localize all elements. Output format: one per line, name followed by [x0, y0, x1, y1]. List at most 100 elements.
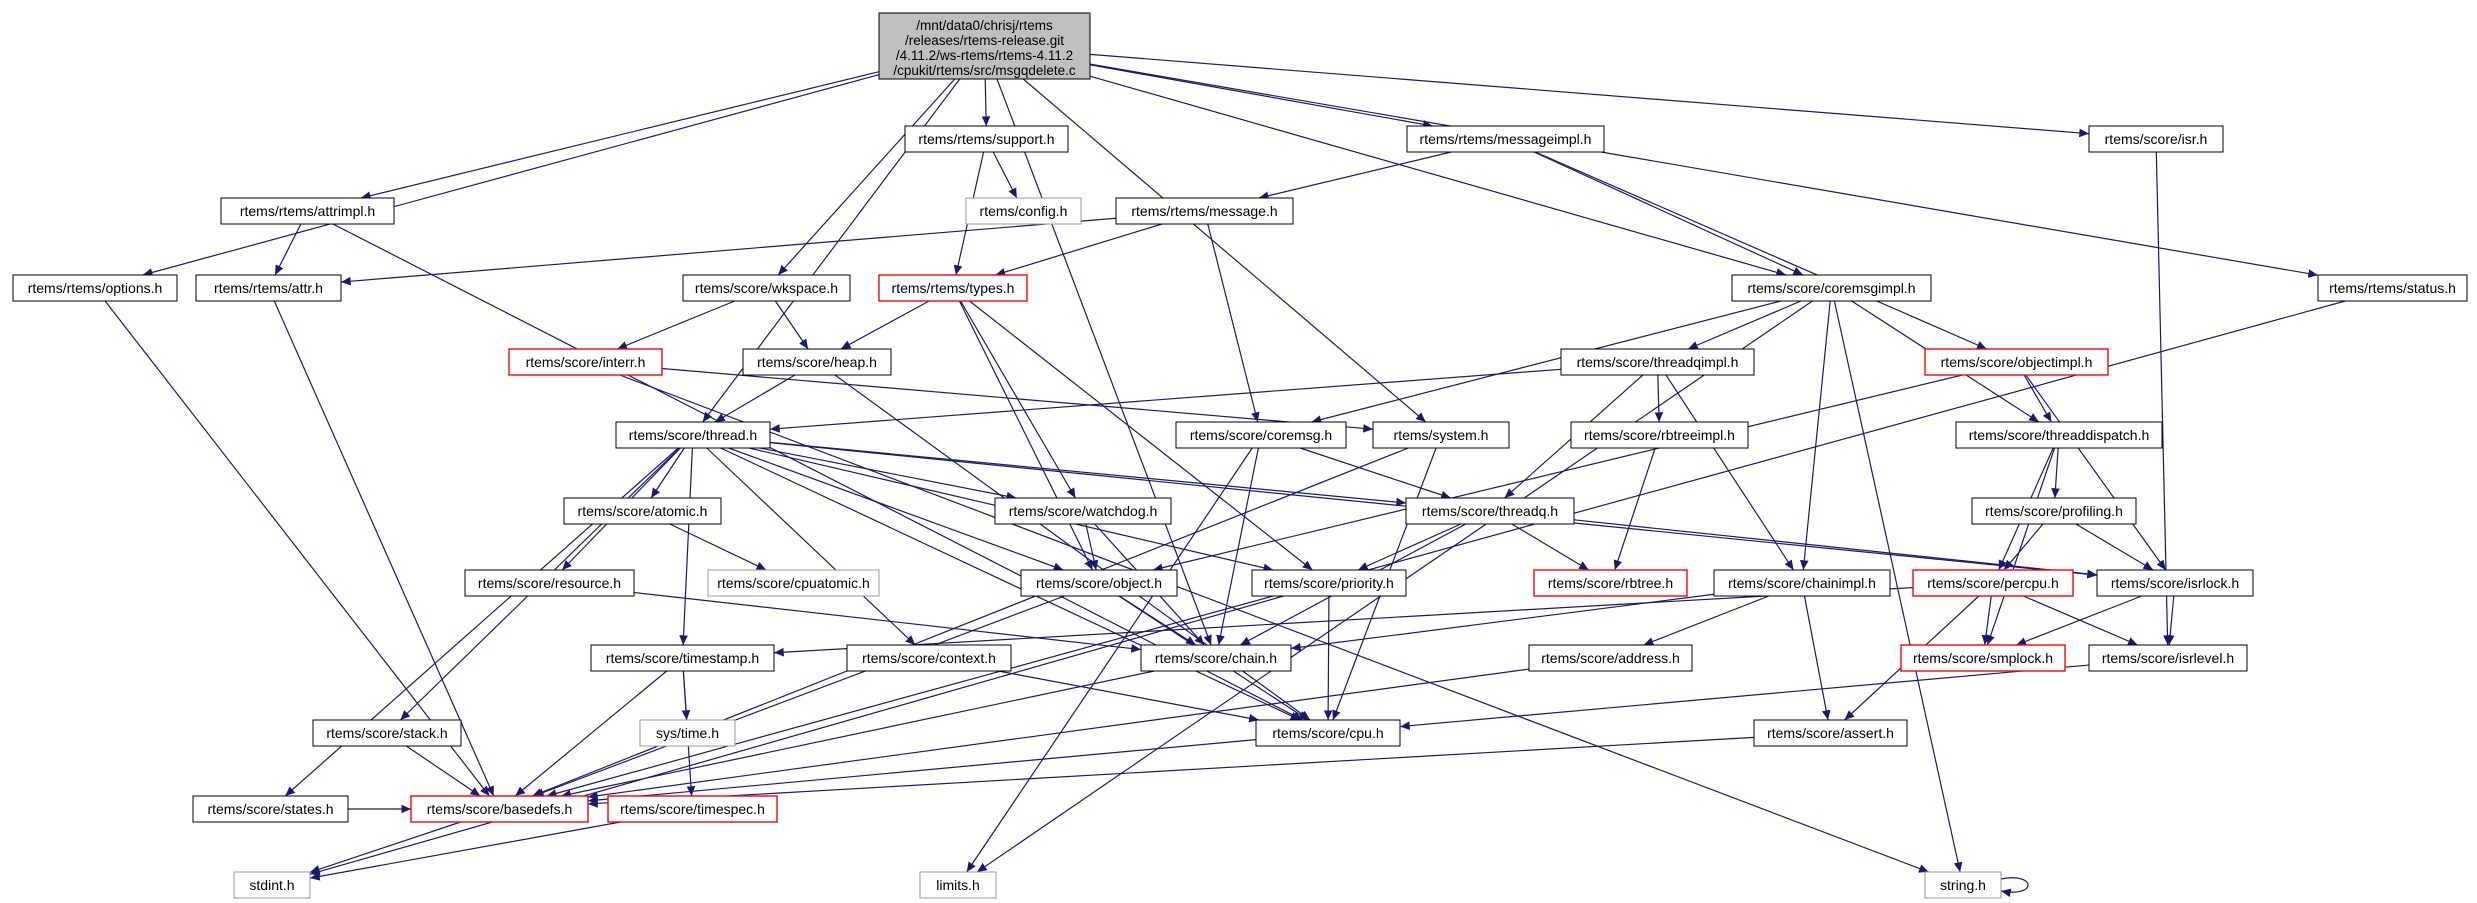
header-file-box[interactable] [2317, 274, 2468, 302]
graph-node-wkspace-header[interactable]: rtems/score/wkspace.h [682, 274, 851, 302]
graph-node-message-header[interactable]: rtems/rtems/message.h [1115, 197, 1294, 225]
header-file-box[interactable] [1406, 125, 1605, 153]
graph-node-rbtree-header[interactable]: rtems/score/rbtree.h [1533, 569, 1688, 597]
header-file-box[interactable] [707, 569, 880, 597]
header-file-box[interactable] [563, 497, 722, 525]
header-file-box[interactable] [994, 497, 1172, 525]
header-file-box[interactable] [904, 125, 1069, 153]
header-file-box[interactable] [607, 795, 778, 823]
graph-node-object-header[interactable]: rtems/score/object.h [1020, 569, 1178, 597]
graph-node-address-header[interactable]: rtems/score/address.h [1528, 644, 1693, 672]
header-file-box[interactable] [1255, 719, 1401, 747]
header-file-box[interactable] [1971, 497, 2137, 525]
graph-node-atomic-header[interactable]: rtems/score/atomic.h [563, 497, 722, 525]
header-file-box[interactable] [195, 274, 342, 302]
header-file-box[interactable] [1115, 197, 1294, 225]
graph-node-attrimpl-header[interactable]: rtems/rtems/attrimpl.h [220, 197, 395, 225]
header-file-box[interactable] [233, 871, 311, 899]
header-file-box[interactable] [846, 644, 1012, 672]
graph-node-thread-header[interactable]: rtems/score/thread.h [615, 421, 771, 449]
graph-node-stdint-header[interactable]: stdint.h [233, 871, 311, 899]
header-file-box[interactable] [615, 421, 771, 449]
header-file-box[interactable] [1900, 644, 2066, 672]
include-edge-priority-to-cpu [1323, 595, 1333, 721]
graph-node-smplock-header[interactable]: rtems/score/smplock.h [1900, 644, 2066, 672]
graph-node-support-header[interactable]: rtems/rtems/support.h [904, 125, 1069, 153]
header-file-box[interactable] [1570, 421, 1749, 449]
header-file-box[interactable] [508, 348, 663, 376]
graph-node-string-header[interactable]: string.h [1924, 871, 2002, 899]
graph-node-percpu-header[interactable]: rtems/score/percpu.h [1912, 569, 2074, 597]
graph-node-heap-header[interactable]: rtems/score/heap.h [742, 348, 892, 376]
graph-node-isrlevel-header[interactable]: rtems/score/isrlevel.h [2088, 644, 2248, 672]
graph-node-options-header[interactable]: rtems/rtems/options.h [12, 274, 178, 302]
header-file-box[interactable] [1140, 644, 1292, 672]
graph-node-status-header[interactable]: rtems/rtems/status.h [2317, 274, 2468, 302]
header-file-box[interactable] [410, 795, 589, 823]
graph-node-attr-header[interactable]: rtems/rtems/attr.h [195, 274, 342, 302]
header-file-box[interactable] [464, 569, 635, 597]
graph-node-stack-header[interactable]: rtems/score/stack.h [312, 719, 462, 747]
graph-node-states-header[interactable]: rtems/score/states.h [192, 795, 349, 823]
header-file-box[interactable] [919, 871, 997, 899]
header-file-box[interactable] [1924, 871, 2002, 899]
header-file-box[interactable] [590, 644, 775, 672]
graph-node-types-header[interactable]: rtems/rtems/types.h [878, 274, 1028, 302]
graph-node-profiling-header[interactable]: rtems/score/profiling.h [1971, 497, 2137, 525]
graph-node-coremsgimpl-header[interactable]: rtems/score/coremsgimpl.h [1731, 274, 1932, 302]
graph-node-interr-header[interactable]: rtems/score/interr.h [508, 348, 663, 376]
header-file-box[interactable] [1251, 569, 1407, 597]
header-file-box[interactable] [1924, 348, 2109, 376]
header-file-box[interactable] [1912, 569, 2074, 597]
header-file-box[interactable] [1020, 569, 1178, 597]
header-file-box[interactable] [192, 795, 349, 823]
graph-node-config-header[interactable]: rtems/config.h [965, 197, 1082, 225]
graph-node-chainimpl-header[interactable]: rtems/score/chainimpl.h [1713, 569, 1891, 597]
header-file-box[interactable] [1175, 421, 1347, 449]
graph-node-messageimpl-header[interactable]: rtems/rtems/messageimpl.h [1406, 125, 1605, 153]
graph-node-timestamp-header[interactable]: rtems/score/timestamp.h [590, 644, 775, 672]
graph-node-rbtreeimpl-header[interactable]: rtems/score/rbtreeimpl.h [1570, 421, 1749, 449]
header-file-box[interactable] [220, 197, 395, 225]
graph-node-limits-header[interactable]: limits.h [919, 871, 997, 899]
header-file-box[interactable] [1731, 274, 1932, 302]
include-edge-thread-to-object [728, 447, 1064, 571]
header-file-box[interactable] [2096, 569, 2254, 597]
header-file-box[interactable] [1753, 719, 1908, 747]
graph-node-objectimpl-header[interactable]: rtems/score/objectimpl.h [1924, 348, 2109, 376]
graph-node-priority-header[interactable]: rtems/score/priority.h [1251, 569, 1407, 597]
header-file-box[interactable] [1372, 421, 1510, 449]
graph-node-resource-header[interactable]: rtems/score/resource.h [464, 569, 635, 597]
graph-node-cpu-header[interactable]: rtems/score/cpu.h [1255, 719, 1401, 747]
header-file-box[interactable] [1560, 348, 1755, 376]
graph-node-threadqimpl-header[interactable]: rtems/score/threadqimpl.h [1560, 348, 1755, 376]
graph-node-basedefs-header[interactable]: rtems/score/basedefs.h [410, 795, 589, 823]
header-file-box[interactable] [1405, 497, 1575, 525]
graph-node-coremsg-header[interactable]: rtems/score/coremsg.h [1175, 421, 1347, 449]
graph-node-threadq-header[interactable]: rtems/score/threadq.h [1405, 497, 1575, 525]
header-file-box[interactable] [742, 348, 892, 376]
graph-node-systime-header[interactable]: sys/time.h [639, 719, 736, 747]
graph-node-threaddispatch-header[interactable]: rtems/score/threaddispatch.h [1955, 421, 2163, 449]
header-file-box[interactable] [2088, 125, 2224, 153]
graph-node-chain-header[interactable]: rtems/score/chain.h [1140, 644, 1292, 672]
header-file-box[interactable] [1713, 569, 1891, 597]
header-file-box[interactable] [965, 197, 1082, 225]
header-file-box[interactable] [1533, 569, 1688, 597]
header-file-box[interactable] [878, 274, 1028, 302]
header-file-box[interactable] [312, 719, 462, 747]
header-file-box[interactable] [1528, 644, 1693, 672]
header-file-box[interactable] [682, 274, 851, 302]
graph-node-watchdog-header[interactable]: rtems/score/watchdog.h [994, 497, 1172, 525]
graph-node-context-header[interactable]: rtems/score/context.h [846, 644, 1012, 672]
graph-node-system-header[interactable]: rtems/system.h [1372, 421, 1510, 449]
header-file-box[interactable] [2088, 644, 2248, 672]
header-file-box[interactable] [1955, 421, 2163, 449]
header-file-box[interactable] [12, 274, 178, 302]
graph-node-cpuatomic-header[interactable]: rtems/score/cpuatomic.h [707, 569, 880, 597]
graph-node-timespec-header[interactable]: rtems/score/timespec.h [607, 795, 778, 823]
graph-node-isrlock-header[interactable]: rtems/score/isrlock.h [2096, 569, 2254, 597]
graph-node-assert-header[interactable]: rtems/score/assert.h [1753, 719, 1908, 747]
header-file-box[interactable] [639, 719, 736, 747]
graph-node-isr-header[interactable]: rtems/score/isr.h [2088, 125, 2224, 153]
